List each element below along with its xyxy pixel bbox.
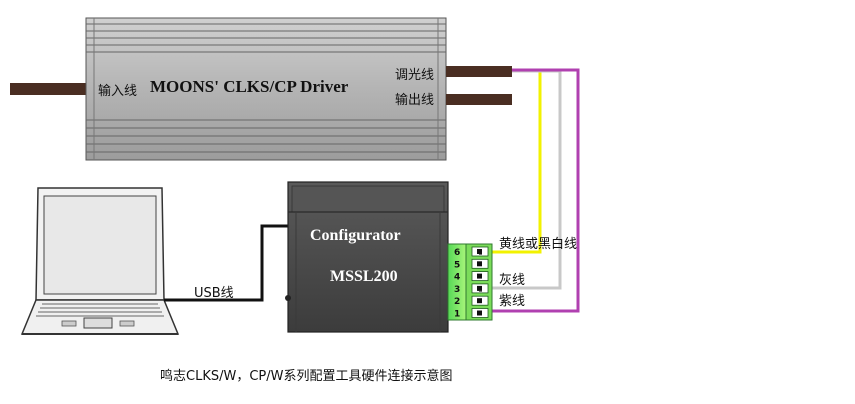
usb-label: USB线	[194, 286, 234, 301]
pin-number: 2	[454, 297, 460, 307]
pin-contact	[477, 273, 482, 279]
pin-number: 5	[454, 260, 460, 270]
dimming-cable	[446, 66, 512, 77]
gray-wire-label: 灰线	[499, 273, 525, 288]
bottom-fins	[86, 119, 446, 153]
driver-unit: 输入线 MOONS' CLKS/CP Driver 调光线 输出线	[10, 17, 512, 161]
output-cable	[446, 94, 512, 105]
pin-number: 4	[454, 273, 460, 283]
pin-number: 6	[454, 248, 460, 258]
driver-title: MOONS' CLKS/CP Driver	[150, 77, 349, 96]
configurator-model: MSSL200	[330, 268, 398, 285]
usb-cable	[164, 224, 292, 302]
pin-mark: c	[478, 285, 482, 294]
yellow-wire-label: 黄线或黑白线	[499, 236, 577, 252]
output-line-label: 输出线	[395, 92, 434, 108]
configurator-unit: Configurator MSSL200	[285, 181, 449, 333]
pin-contact	[477, 285, 482, 291]
configurator-title: Configurator	[310, 227, 401, 244]
pin-contact	[477, 310, 482, 316]
purple-wire	[482, 68, 580, 313]
pin-mark: c	[478, 248, 482, 257]
laptop	[20, 187, 180, 335]
purple-wire-label: 紫线	[499, 294, 525, 309]
pin-number: 3	[454, 285, 460, 295]
input-line-label: 输入线	[98, 83, 137, 99]
pin-number: 1	[454, 310, 460, 320]
terminal-connector: 6 c 5 4 3 c 2 1	[447, 243, 493, 321]
pin-contact	[477, 298, 482, 304]
pin-contact	[477, 261, 482, 267]
signal-wires	[482, 68, 580, 313]
dimming-line-label: 调光线	[395, 68, 434, 83]
input-cable	[10, 83, 92, 95]
caption: 鸣志CLKS/W，CP/W系列配置工具硬件连接示意图	[160, 368, 452, 384]
top-fins	[86, 23, 446, 53]
pin-contact	[477, 249, 482, 254]
